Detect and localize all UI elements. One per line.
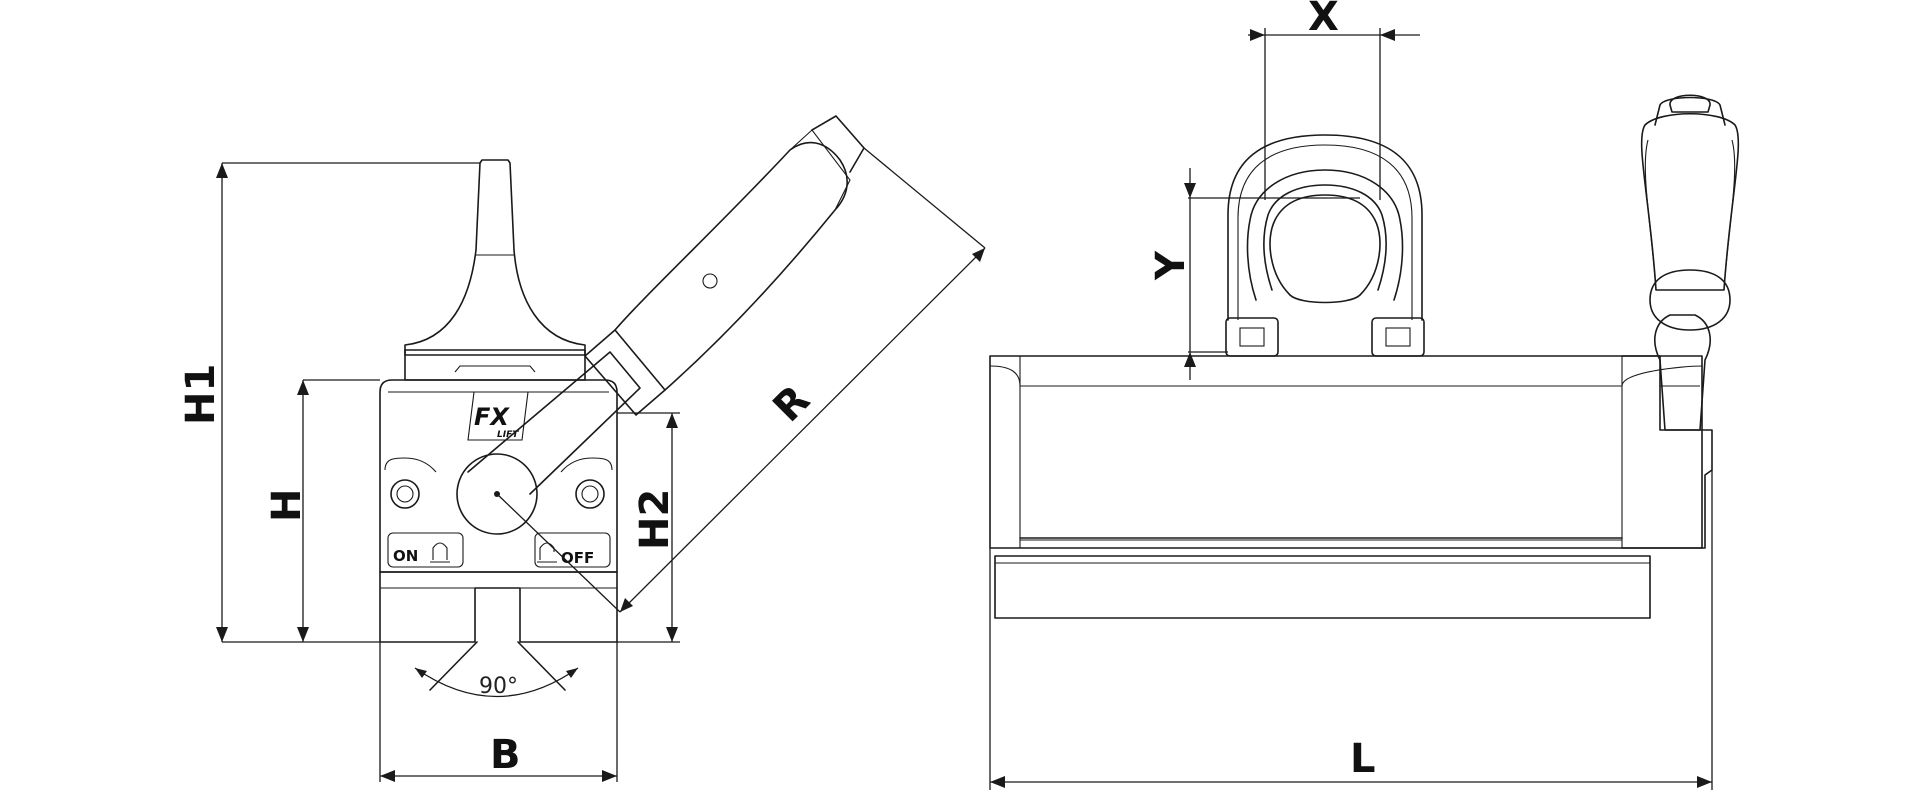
svg-text:FX: FX	[474, 403, 510, 431]
svg-text:X: X	[1308, 0, 1339, 40]
angle-arc	[414, 667, 579, 698]
svg-text:H: H	[264, 489, 310, 522]
on-indicator: ON	[387, 532, 464, 568]
magnet-body-front	[989, 355, 1703, 549]
svg-text:OFF: OFF	[561, 549, 594, 567]
svg-text:ON: ON	[393, 547, 418, 565]
dimension-h: H	[264, 379, 380, 642]
svg-text:H2: H2	[632, 489, 678, 550]
handle-side-block	[1621, 355, 1713, 549]
lifting-eye	[1225, 134, 1425, 357]
lock-icon	[430, 542, 450, 563]
base-plate	[994, 555, 1651, 619]
side-view: FX LIFT ON OFF	[178, 115, 986, 782]
dimension-x: X	[1248, 0, 1420, 200]
svg-text:B: B	[490, 732, 521, 778]
unlock-icon	[537, 542, 557, 563]
activation-handle	[456, 115, 865, 535]
dimension-h1: H1	[178, 162, 480, 643]
dimension-y: Y	[1148, 168, 1360, 380]
left-screw	[390, 479, 420, 509]
svg-text:H1: H1	[178, 364, 224, 425]
off-indicator: OFF	[534, 532, 611, 568]
svg-text:R: R	[765, 377, 819, 431]
dimension-h2: H2	[617, 412, 680, 643]
brand-logo: FX LIFT	[467, 391, 529, 441]
prism-base	[379, 571, 618, 643]
svg-text:L: L	[1350, 736, 1376, 782]
lifting-lug	[404, 159, 586, 356]
angle-label: 90°	[479, 674, 518, 699]
front-handle	[1640, 94, 1740, 431]
svg-text:LIFT: LIFT	[497, 430, 519, 440]
svg-text:Y: Y	[1148, 250, 1194, 281]
front-view: X Y L	[989, 0, 1740, 790]
right-screw	[575, 479, 605, 509]
dimension-l: L	[989, 470, 1713, 790]
dimension-b: B	[379, 642, 618, 782]
